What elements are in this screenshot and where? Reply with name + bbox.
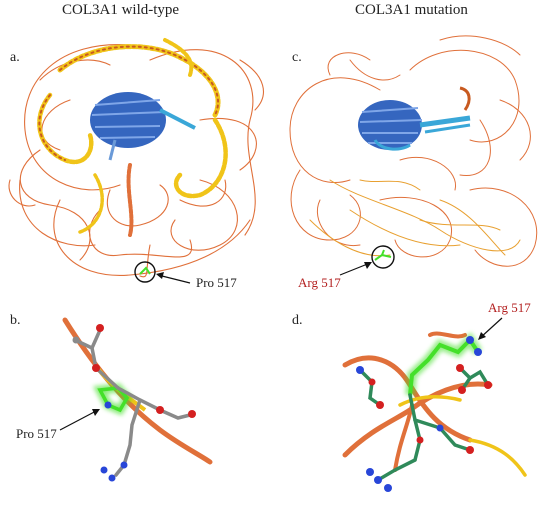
panel-label-d: d. <box>292 313 303 328</box>
panel-a-beta-domain <box>90 92 196 161</box>
panel-label-a: a. <box>10 50 20 65</box>
panel-d-sticks <box>358 366 490 482</box>
callout-b-pro517: Pro 517 <box>16 426 57 441</box>
panel-b-atoms <box>72 324 196 482</box>
panel-a-helices <box>37 38 228 237</box>
panel-label-b: b. <box>10 313 21 328</box>
panel-c-arrow <box>339 262 372 276</box>
panel-d-arrow <box>478 317 503 340</box>
panel-c-yellow-coils <box>309 179 521 257</box>
panel-d-residue <box>342 317 527 492</box>
panel-d-atoms <box>356 364 492 492</box>
panel-a-pro517-highlight <box>134 261 156 283</box>
panel-b-backbone <box>73 328 192 477</box>
panel-label-c: c. <box>292 50 302 65</box>
panel-b-arrow <box>59 409 100 431</box>
panel-c-beta-domain <box>358 86 471 151</box>
callout-a-pro517: Pro 517 <box>196 275 237 290</box>
panel-c-coils <box>289 35 538 267</box>
panel-b-residue <box>59 317 213 482</box>
arginine-side-chain <box>405 332 483 396</box>
panel-c-structure <box>289 35 538 276</box>
callout-c-arg517: Arg 517 <box>298 275 341 290</box>
panel-a-arrow <box>156 272 191 284</box>
panel-c-arg517-highlight <box>371 245 395 269</box>
callout-d-arg517: Arg 517 <box>488 300 531 315</box>
title-wild-type: COL3A1 wild-type <box>62 2 180 18</box>
title-mutation: COL3A1 mutation <box>355 2 468 18</box>
panel-a-structure <box>8 38 264 284</box>
